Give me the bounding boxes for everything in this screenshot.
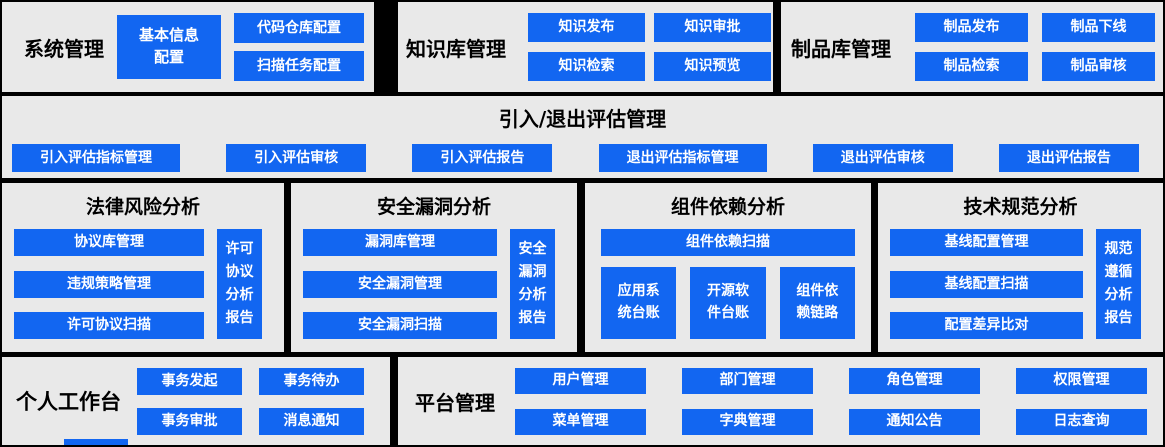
panel-title-component-dependency-analysis: 组件依赖分析 — [670, 196, 785, 218]
panel-title-legal-risk-analysis: 法律风险分析 — [85, 196, 200, 218]
button-role-mgmt[interactable]: 角色管理 — [849, 367, 980, 394]
button-knowledge-search[interactable]: 知识检索 — [528, 52, 645, 81]
security-button-column: 漏洞库管理 安全漏洞管理 安全漏洞扫描 — [303, 229, 497, 339]
button-license-agreement-scan[interactable]: 许可协议扫描 — [14, 312, 204, 339]
button-security-vuln-analysis-report[interactable]: 安全 漏洞 分析 报告 — [510, 229, 555, 339]
button-code-repo-config[interactable]: 代码仓库配置 — [234, 13, 364, 43]
button-component-dependency-scan[interactable]: 组件依赖扫描 — [601, 229, 855, 256]
tech-spec-analysis-body: 基线配置管理 基线配置扫描 配置差异比对 规范 遵循 分析 报告 — [878, 219, 1163, 352]
button-knowledge-preview[interactable]: 知识预览 — [654, 52, 771, 81]
button-import-eval-metrics[interactable]: 引入评估指标管理 — [12, 144, 180, 172]
button-component-dependency-link[interactable]: 组件依 赖链路 — [779, 267, 855, 339]
panel-title-evaluation-management: 引入/退出评估管理 — [498, 107, 667, 131]
button-user-mgmt[interactable]: 用户管理 — [515, 367, 646, 394]
button-log-query[interactable]: 日志查询 — [1016, 408, 1147, 435]
button-menu-mgmt[interactable]: 菜单管理 — [515, 408, 646, 435]
artifact-button-grid: 制品发布 制品下线 制品检索 制品审核 — [915, 13, 1155, 81]
knowledge-button-grid: 知识发布 知识审批 知识检索 知识预览 — [528, 13, 771, 81]
button-scan-task-config[interactable]: 扫描任务配置 — [234, 51, 364, 81]
button-agreement-library-mgmt[interactable]: 协议库管理 — [14, 229, 204, 256]
button-exit-eval-metrics[interactable]: 退出评估指标管理 — [598, 144, 767, 172]
button-baseline-config-scan[interactable]: 基线配置扫描 — [890, 270, 1083, 298]
button-task-approval[interactable]: 事务审批 — [137, 407, 242, 435]
button-artifact-offline[interactable]: 制品下线 — [1042, 13, 1155, 42]
button-message-notification[interactable]: 消息通知 — [259, 407, 364, 435]
button-vuln-library-mgmt[interactable]: 漏洞库管理 — [303, 229, 497, 256]
panel-platform-management: 平台管理 用户管理 部门管理 角色管理 权限管理 菜单管理 字典管理 通知公告 … — [398, 357, 1163, 445]
panel-knowledge-management: 知识库管理 知识发布 知识审批 知识检索 知识预览 — [398, 2, 773, 92]
panel-tech-spec-analysis: 技术规范分析 基线配置管理 基线配置扫描 配置差异比对 规范 遵循 分析 报告 — [878, 183, 1163, 352]
panel-system-management: 系统管理 基本信息 配置 代码仓库配置 扫描任务配置 — [2, 2, 374, 92]
button-app-system-ledger[interactable]: 应用系 统台账 — [601, 267, 677, 339]
button-announcement[interactable]: 通知公告 — [849, 408, 980, 435]
button-import-eval-review[interactable]: 引入评估审核 — [226, 144, 367, 172]
legal-analysis-body: 协议库管理 违规策略管理 许可协议扫描 许可 协议 分析 报告 — [2, 219, 284, 352]
button-security-vuln-mgmt[interactable]: 安全漏洞管理 — [303, 270, 497, 298]
button-artifact-search[interactable]: 制品检索 — [915, 52, 1028, 81]
workbench-partial-button[interactable] — [64, 439, 128, 445]
panel-title-personal-workbench: 个人工作台 — [16, 390, 121, 414]
dependency-analysis-body: 组件依赖扫描 应用系 统台账 开源软 件台账 组件依 赖链路 — [585, 219, 871, 352]
evaluation-button-row: 引入评估指标管理 引入评估审核 引入评估报告 退出评估指标管理 退出评估审核 退… — [2, 144, 1163, 172]
button-task-initiate[interactable]: 事务发起 — [137, 367, 242, 395]
platform-button-grid: 用户管理 部门管理 角色管理 权限管理 菜单管理 字典管理 通知公告 日志查询 — [515, 367, 1147, 435]
button-open-source-ledger[interactable]: 开源软 件台账 — [690, 267, 766, 339]
tech-spec-button-column: 基线配置管理 基线配置扫描 配置差异比对 — [890, 229, 1083, 339]
legal-button-column: 协议库管理 违规策略管理 许可协议扫描 — [14, 229, 204, 339]
button-exit-eval-report[interactable]: 退出评估报告 — [998, 144, 1139, 172]
panel-artifact-management: 制品库管理 制品发布 制品下线 制品检索 制品审核 — [781, 2, 1163, 92]
button-artifact-review[interactable]: 制品审核 — [1042, 52, 1155, 81]
panel-security-vuln-analysis: 安全漏洞分析 漏洞库管理 安全漏洞管理 安全漏洞扫描 安全 漏洞 分析 报告 — [291, 183, 577, 352]
panel-title-knowledge-management: 知识库管理 — [406, 36, 506, 61]
button-import-eval-report[interactable]: 引入评估报告 — [412, 144, 553, 172]
panel-title-platform-management: 平台管理 — [415, 390, 495, 415]
button-config-diff-compare[interactable]: 配置差异比对 — [890, 312, 1083, 339]
button-task-todo[interactable]: 事务待办 — [259, 367, 364, 395]
button-knowledge-publish[interactable]: 知识发布 — [528, 13, 645, 42]
button-basic-info-config[interactable]: 基本信息 配置 — [117, 15, 221, 79]
panel-title-system-management: 系统管理 — [24, 36, 104, 61]
panel-legal-risk-analysis: 法律风险分析 协议库管理 违规策略管理 许可协议扫描 许可 协议 分析 报告 — [2, 183, 284, 352]
button-spec-compliance-analysis-report[interactable]: 规范 遵循 分析 报告 — [1096, 229, 1141, 339]
panel-title-tech-spec-analysis: 技术规范分析 — [963, 196, 1078, 218]
panel-title-security-vuln-analysis: 安全漏洞分析 — [376, 196, 491, 218]
button-permission-mgmt[interactable]: 权限管理 — [1016, 367, 1147, 394]
panel-evaluation-management: 引入/退出评估管理 引入评估指标管理 引入评估审核 引入评估报告 退出评估指标管… — [2, 96, 1163, 178]
button-artifact-publish[interactable]: 制品发布 — [915, 13, 1028, 42]
dependency-button-row: 应用系 统台账 开源软 件台账 组件依 赖链路 — [601, 267, 855, 339]
button-dictionary-mgmt[interactable]: 字典管理 — [682, 408, 813, 435]
panel-personal-workbench: 个人工作台 事务发起 事务待办 事务审批 消息通知 — [2, 357, 390, 445]
button-knowledge-approval[interactable]: 知识审批 — [654, 13, 771, 42]
button-license-analysis-report[interactable]: 许可 协议 分析 报告 — [217, 229, 262, 339]
button-baseline-config-mgmt[interactable]: 基线配置管理 — [890, 229, 1083, 256]
button-security-vuln-scan[interactable]: 安全漏洞扫描 — [303, 312, 497, 339]
button-violation-policy-mgmt[interactable]: 违规策略管理 — [14, 270, 204, 298]
security-analysis-body: 漏洞库管理 安全漏洞管理 安全漏洞扫描 安全 漏洞 分析 报告 — [291, 219, 577, 352]
button-exit-eval-review[interactable]: 退出评估审核 — [812, 144, 953, 172]
button-department-mgmt[interactable]: 部门管理 — [682, 367, 813, 394]
system-button-column: 代码仓库配置 扫描任务配置 — [234, 13, 364, 81]
panel-component-dependency-analysis: 组件依赖分析 组件依赖扫描 应用系 统台账 开源软 件台账 组件依 赖链路 — [585, 183, 871, 352]
panel-title-artifact-management: 制品库管理 — [791, 36, 891, 61]
workbench-button-grid: 事务发起 事务待办 事务审批 消息通知 — [137, 367, 364, 435]
